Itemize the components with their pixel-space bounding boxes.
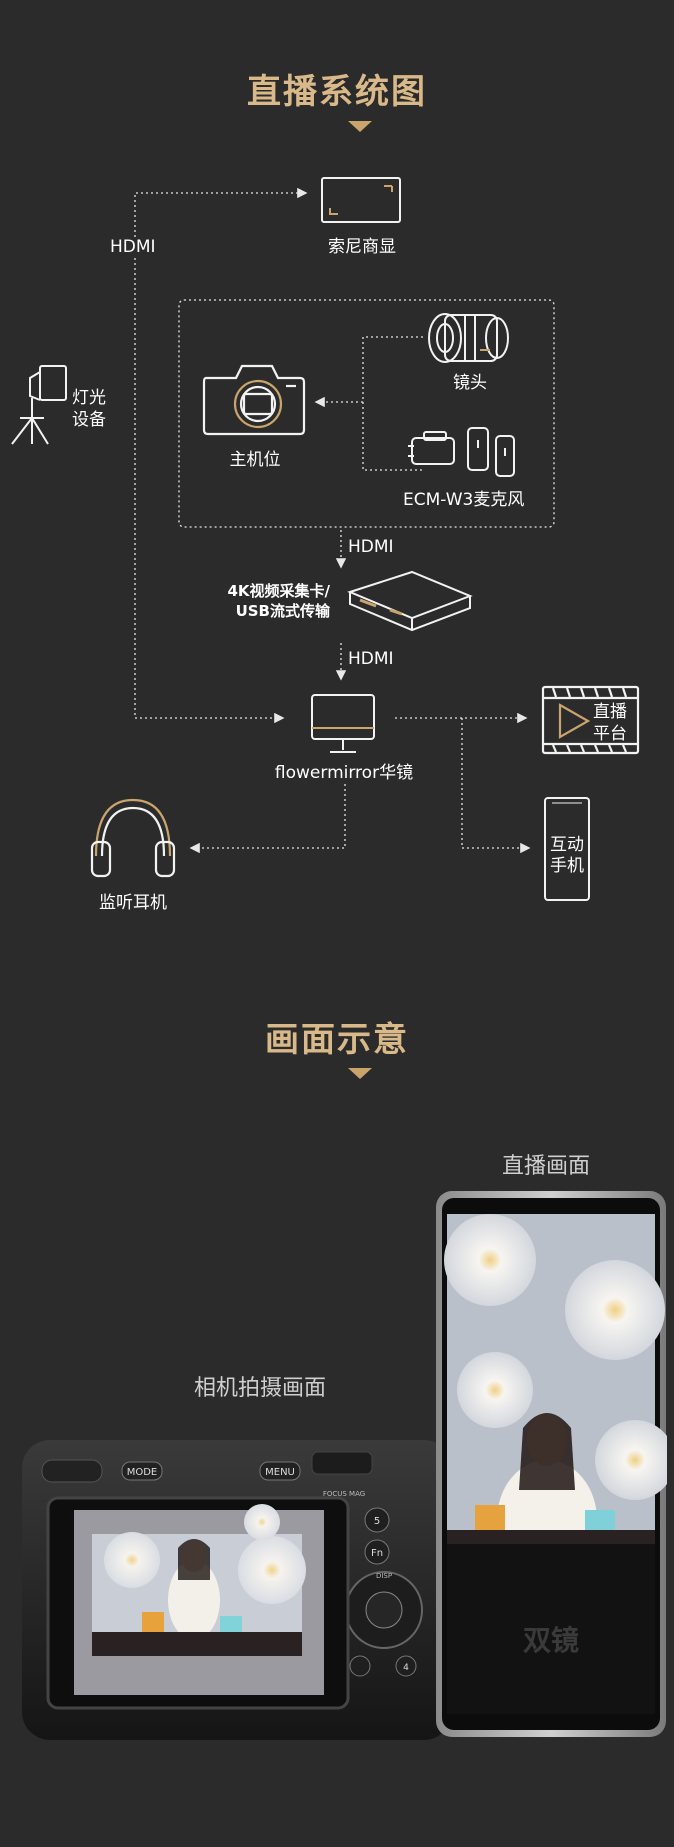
lens-icon — [428, 313, 509, 363]
capture-label-1: 4K视频采集卡/ — [227, 582, 330, 600]
phone-label-1: 互动 — [550, 835, 584, 855]
live-platform-label-1: 直播 — [593, 702, 627, 722]
phone-logo: 双镜 — [523, 1624, 579, 1657]
capture-card-icon — [347, 570, 473, 632]
title-down-arrow-icon-2 — [348, 1068, 372, 1079]
lighting-label-2: 设备 — [72, 410, 106, 430]
hdmi-label-low: HDMI — [348, 649, 394, 669]
system-title: 直播系统图 — [247, 72, 427, 112]
phone-label-2: 手机 — [550, 856, 584, 876]
hdmi-line-to-monitor — [134, 187, 308, 237]
svg-text:5: 5 — [374, 1516, 380, 1527]
display-icon — [321, 177, 401, 223]
live-platform-icon — [541, 685, 640, 755]
capture-label-2: USB流式传输 — [235, 602, 330, 620]
live-platform-label-2: 平台 — [593, 724, 627, 744]
lens-mic-bracket — [362, 336, 423, 471]
svg-text:DISP: DISP — [376, 1572, 392, 1580]
camera-icon — [202, 364, 306, 436]
menu-button: MENU — [265, 1467, 295, 1478]
svg-text:Fn: Fn — [371, 1548, 383, 1559]
mirror-to-headphones-line — [189, 784, 346, 854]
camera-label: 主机位 — [229, 450, 281, 470]
flowermirror-label: flowermirror华镜 — [274, 763, 414, 783]
lens-label: 镜头 — [453, 373, 487, 393]
mode-button: MODE — [127, 1467, 158, 1478]
svg-text:4: 4 — [403, 1663, 409, 1673]
svg-text:FOCUS MAG: FOCUS MAG — [323, 1490, 365, 1498]
mic-label: ECM-W3麦克风 — [403, 490, 525, 510]
lighting-label-1: 灯光 — [72, 388, 106, 408]
phone-icon — [544, 797, 590, 901]
microphone-icon — [408, 427, 515, 477]
headphones-label: 监听耳机 — [99, 893, 167, 913]
live-screen-label: 直播画面 — [502, 1154, 591, 1179]
camera-group-box — [178, 299, 555, 528]
phone-illustration: 双镜 — [436, 1191, 667, 1737]
monitor-label: 索尼商显 — [328, 237, 396, 257]
headphones-icon — [90, 798, 176, 878]
preview-title: 画面示意 — [265, 1020, 409, 1060]
hdmi-label-top: HDMI — [110, 237, 156, 257]
mirror-to-phone-line — [461, 718, 531, 854]
hdmi-line-to-flowermirror — [134, 258, 285, 724]
lighting-icon — [11, 365, 67, 445]
camera-illustration: MODE MENU FOCUS MAG 5 Fn DISP 4 — [22, 1440, 452, 1740]
title-down-arrow-icon — [348, 121, 372, 132]
hdmi-label-mid: HDMI — [348, 537, 394, 557]
flowermirror-display-icon — [311, 694, 375, 753]
camera-screen-label: 相机拍摄画面 — [194, 1376, 327, 1401]
